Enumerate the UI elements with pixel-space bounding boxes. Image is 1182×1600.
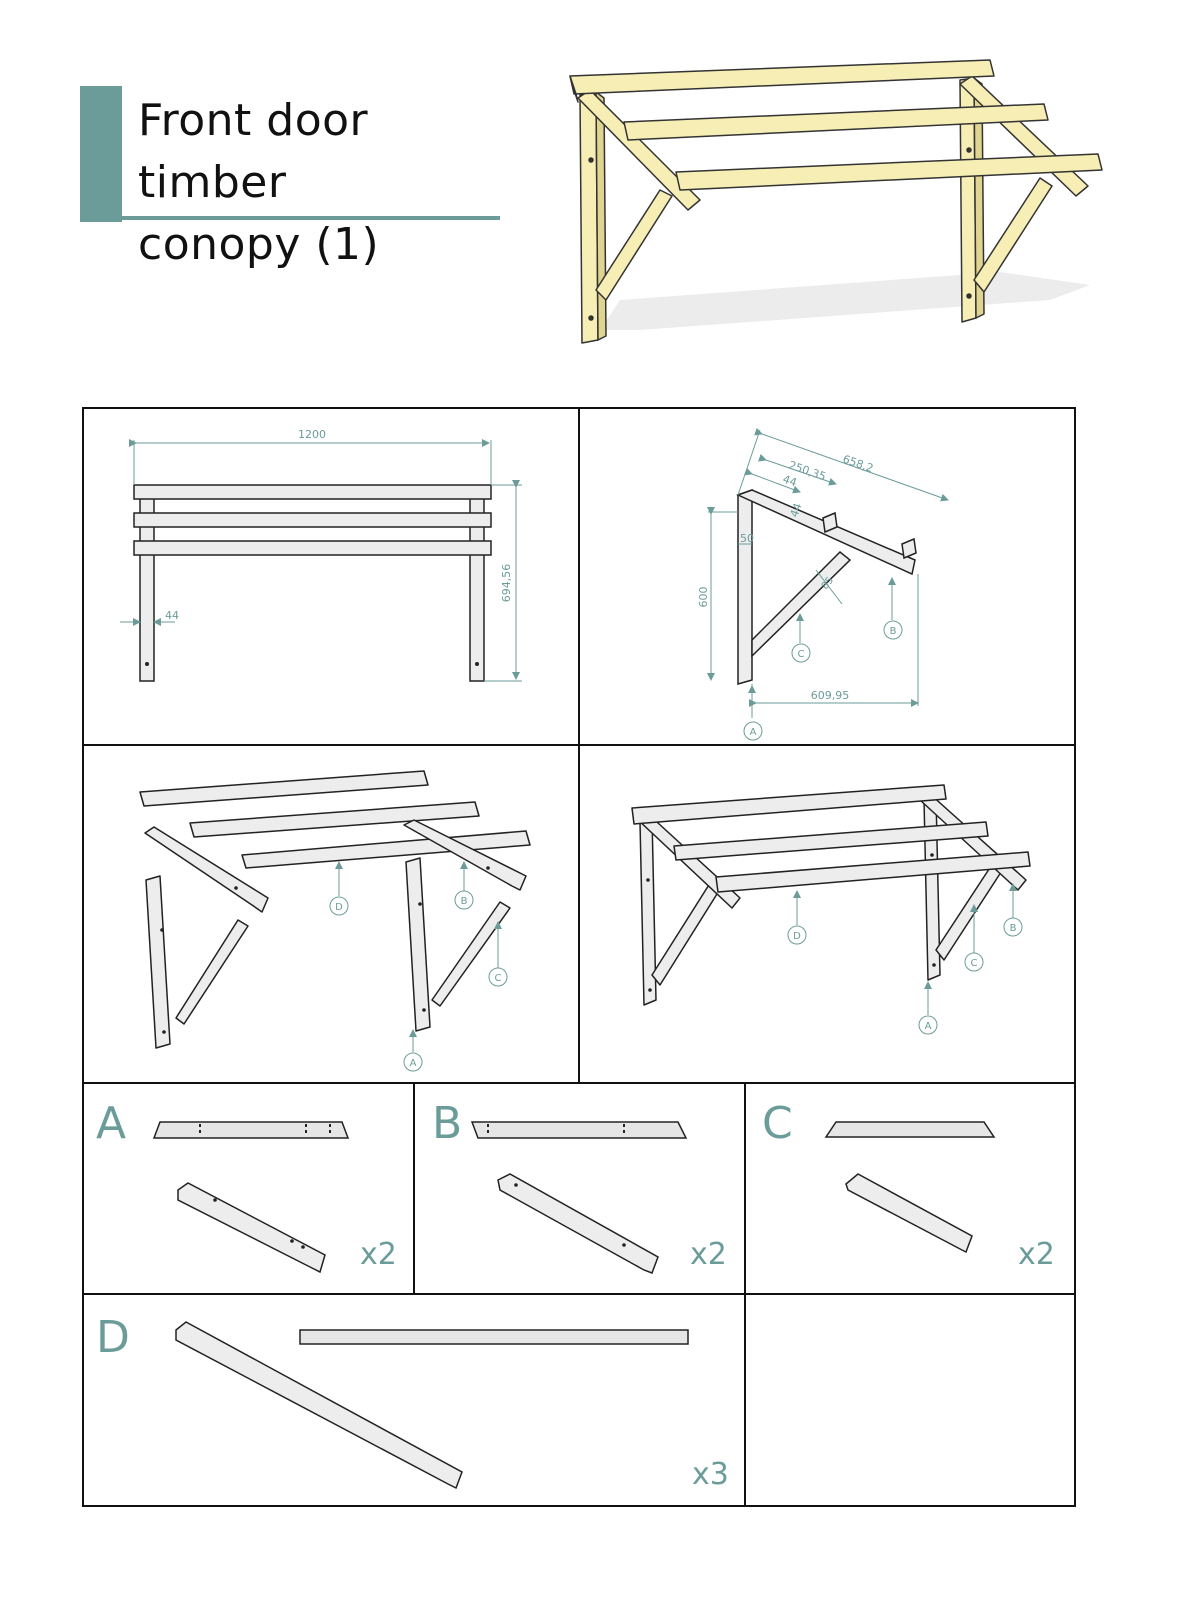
exploded-callout-b: B (461, 896, 468, 907)
panel-bracket-dimensions: 658,2 250,35 44 44 50 600 85 609,95 A C … (697, 427, 949, 741)
part-c-panel: C x2 (762, 1098, 1055, 1272)
part-c-flat (824, 1121, 996, 1138)
part-a-panel: A x2 (96, 1098, 397, 1274)
part-b-iso (497, 1173, 659, 1274)
exploded-callout-d: D (335, 902, 343, 913)
assembled-callout-d: D (793, 931, 801, 942)
part-d-flat (299, 1329, 689, 1345)
dim-44a-label: 44 (781, 473, 798, 490)
bracket-brace (751, 550, 852, 658)
title-line-2: conopy (1) (138, 219, 380, 270)
dim-post-label: 44 (165, 609, 179, 622)
part-b-letter: B (432, 1098, 462, 1149)
page-title: Front door timber conopy (1) (138, 90, 500, 276)
dim-height-label: 694,56 (500, 564, 513, 603)
part-b-panel: B x2 (432, 1098, 727, 1274)
part-a-qty: x2 (360, 1237, 397, 1272)
part-d-qty: x3 (692, 1457, 729, 1492)
title-line-1: Front door timber (138, 95, 369, 208)
title-block: Front door timber conopy (1) (80, 86, 500, 270)
part-a-iso (177, 1182, 326, 1274)
dim-44b-label: 44 (788, 501, 805, 519)
assembled-callout-c: C (971, 958, 978, 969)
part-d-panel: D x3 (96, 1312, 729, 1492)
dim-609-label: 609,95 (811, 689, 850, 702)
beam-bottom (133, 540, 492, 556)
dim-658-label: 658,2 (841, 453, 875, 476)
callout-b: B (890, 626, 897, 637)
dim-50-label: 50 (740, 532, 754, 545)
exploded-callout-a: A (410, 1058, 417, 1069)
bracket-post (737, 488, 753, 685)
part-a-letter: A (96, 1098, 126, 1149)
part-c-qty: x2 (1018, 1237, 1055, 1272)
dim-width-label: 1200 (298, 428, 326, 441)
part-a-flat (152, 1121, 350, 1139)
panel-exploded-view: D B C A (139, 770, 531, 1072)
beam-middle (133, 512, 492, 528)
exploded-callout-c: C (495, 973, 502, 984)
beam-top (133, 484, 492, 500)
assembled-callout-b: B (1010, 923, 1017, 934)
instruction-grid (82, 407, 1076, 1507)
callout-c: C (798, 649, 805, 660)
part-b-flat (470, 1121, 688, 1139)
part-b-qty: x2 (690, 1237, 727, 1272)
part-d-iso (175, 1321, 463, 1490)
title-underline (80, 216, 500, 220)
panel-side-elevation: 1200 694,56 44 (120, 428, 522, 682)
part-c-iso (845, 1173, 973, 1254)
title-accent-bar (80, 86, 122, 222)
dim-600-label: 600 (697, 587, 710, 608)
part-c-letter: C (762, 1098, 793, 1149)
canopy-3d-illustration (569, 59, 1103, 344)
part-d-letter: D (96, 1312, 130, 1363)
panel-assembled-view: D B C A (631, 784, 1031, 1035)
assembled-callout-a: A (925, 1021, 932, 1032)
callout-a: A (750, 727, 757, 738)
